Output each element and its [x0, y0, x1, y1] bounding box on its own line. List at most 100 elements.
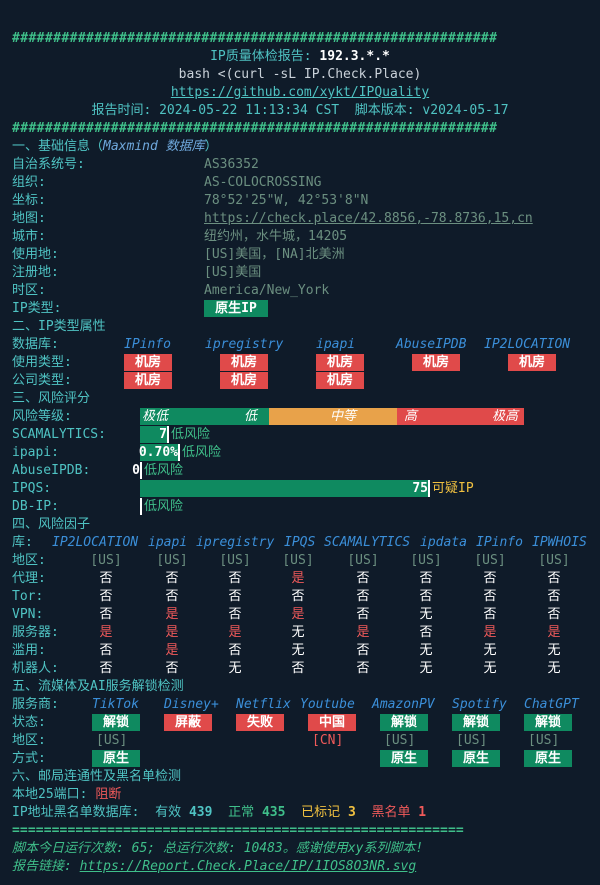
risk-score-marker	[428, 480, 430, 497]
factor-cell: 否	[547, 589, 561, 604]
use-type-badge: 机房	[508, 354, 556, 371]
factor-cell: 否	[228, 589, 242, 604]
streaming-status-badge: 中国	[308, 714, 356, 731]
risk-score-marker	[167, 426, 169, 443]
streaming-service-name: TikTok	[92, 697, 139, 712]
iptype-db-label: 数据库:	[12, 337, 59, 352]
factor-cell: 是	[356, 625, 370, 640]
basic-info-label: 坐标:	[12, 193, 46, 208]
section-basic-label: 一、基础信息（	[12, 139, 104, 154]
factor-cell: 否	[356, 571, 370, 586]
risk-seg-high	[397, 408, 524, 425]
risk-source-label: IPQS:	[12, 481, 52, 496]
hash-divider-top: ########################################…	[12, 31, 498, 46]
section-factors-title: 四、风险因子	[12, 517, 91, 532]
github-link[interactable]: https://github.com/xykt/IPQuality	[170, 85, 430, 100]
factor-cell: 无	[547, 661, 561, 676]
share-link-url[interactable]: https://Report.Check.Place/IP/1IOS8O3NR.…	[79, 859, 417, 874]
streaming-service-name: ChatGPT	[524, 697, 579, 712]
port25-value: 阻断	[95, 787, 122, 802]
streaming-status-badge: 解锁	[380, 714, 428, 731]
factor-cell: [US]	[410, 553, 442, 568]
blacklist-black-label: 黑名单	[371, 805, 411, 820]
basic-info-label: IP类型:	[12, 301, 62, 316]
factor-cell: 否	[99, 571, 113, 586]
risk-seg-low	[140, 408, 269, 425]
run-count: 脚本今日运行次数: 65; 总运行次数: 10483。感谢使用xy系列脚本!	[12, 841, 424, 856]
streaming-method-badge: 原生	[452, 750, 500, 767]
risk-score-value: 0.70%	[138, 445, 178, 460]
factor-cell: 否	[547, 607, 561, 622]
risk-source-label: DB-IP:	[12, 499, 59, 514]
risk-level-label: 风险等级:	[12, 409, 72, 424]
basic-info-value: AS36352	[204, 157, 259, 172]
streaming-service-name: Spotify	[452, 697, 507, 712]
company-type-badge: 机房	[220, 372, 268, 389]
share-link-line: 报告链接: https://Report.Check.Place/IP/1IOS…	[12, 858, 416, 876]
factor-db-name: IPQS	[284, 535, 316, 550]
factor-cell: 否	[99, 661, 113, 676]
streaming-method-badge: 原生	[92, 750, 140, 767]
factor-row-label: VPN:	[12, 607, 44, 622]
streaming-status-badge: 失败	[236, 714, 284, 731]
factor-cell: 否	[165, 571, 179, 586]
factor-cell: 否	[356, 661, 370, 676]
streaming-method-label: 方式:	[12, 751, 46, 766]
use-type-badge: 机房	[316, 354, 364, 371]
factor-row-label: 机器人:	[12, 661, 59, 676]
port25-label: 本地25端口:	[12, 787, 96, 802]
map-link[interactable]: https://check.place/42.8856,-78.8736,15,…	[204, 211, 533, 226]
section-streaming-title: 五、流媒体及AI服务解锁检测	[12, 679, 184, 694]
risk-source-label: ipapi:	[12, 445, 59, 460]
risk-source-label: SCAMALYTICS:	[12, 427, 106, 442]
factor-cell: 无	[419, 661, 433, 676]
report-title: IP质量体检报告: 192.3.*.*	[0, 48, 600, 66]
factor-row-label: 滥用:	[12, 643, 46, 658]
streaming-service-name: Netflix	[236, 697, 291, 712]
blacklist-valid-label: 有效	[155, 805, 182, 820]
factor-db-name: ipdata	[420, 535, 467, 550]
basic-info-label: 注册地:	[12, 265, 59, 280]
factors-lib-label: 库:	[12, 535, 33, 550]
factor-cell: 是	[291, 571, 305, 586]
factor-cell: [US]	[347, 553, 379, 568]
streaming-status-badge: 解锁	[452, 714, 500, 731]
basic-info-label: 时区:	[12, 283, 46, 298]
use-type-badge: 机房	[412, 354, 460, 371]
streaming-region: [US]	[528, 733, 560, 748]
factor-cell: [US]	[282, 553, 314, 568]
factor-row-label: 地区:	[12, 553, 46, 568]
factor-cell: 无	[419, 607, 433, 622]
streaming-service-name: Youtube	[300, 697, 355, 712]
blacklist-marked-label: 已标记	[301, 805, 341, 820]
basic-info-label: 使用地:	[12, 247, 59, 262]
streaming-provider-label: 服务商:	[12, 697, 59, 712]
streaming-region: [US]	[96, 733, 128, 748]
iptype-db-name: IPinfo	[124, 337, 171, 352]
section-mail-title: 六、邮局连通性及黑名单检测	[12, 769, 182, 784]
company-type-badge: 机房	[316, 372, 364, 389]
factor-cell: 否	[483, 589, 497, 604]
streaming-region: [US]	[384, 733, 416, 748]
risk-verdict: 低风险	[182, 445, 222, 460]
risk-score-value: 0	[132, 463, 140, 478]
factor-cell: 否	[419, 625, 433, 640]
section-basic-title: 一、基础信息（Maxmind 数据库）	[12, 138, 218, 156]
risk-score-marker	[140, 462, 142, 479]
factor-cell: [US]	[538, 553, 570, 568]
streaming-status-badge: 解锁	[524, 714, 572, 731]
streaming-region: [US]	[456, 733, 488, 748]
blacklist-valid-count: 439	[188, 805, 213, 820]
factor-cell: [US]	[219, 553, 251, 568]
iptype-db-name: IP2LOCATION	[484, 337, 571, 352]
ip-address: 192.3.*.*	[319, 49, 390, 64]
streaming-service-name: Disney+	[164, 697, 219, 712]
basic-info-value: 纽约州，水牛城，14205	[204, 229, 348, 244]
factor-cell: 无	[547, 643, 561, 658]
factor-cell: 否	[483, 571, 497, 586]
factor-cell: 否	[356, 589, 370, 604]
factor-cell: 否	[99, 607, 113, 622]
blacklist-normal-label: 正常	[228, 805, 255, 820]
risk-verdict: 可疑IP	[432, 481, 474, 496]
